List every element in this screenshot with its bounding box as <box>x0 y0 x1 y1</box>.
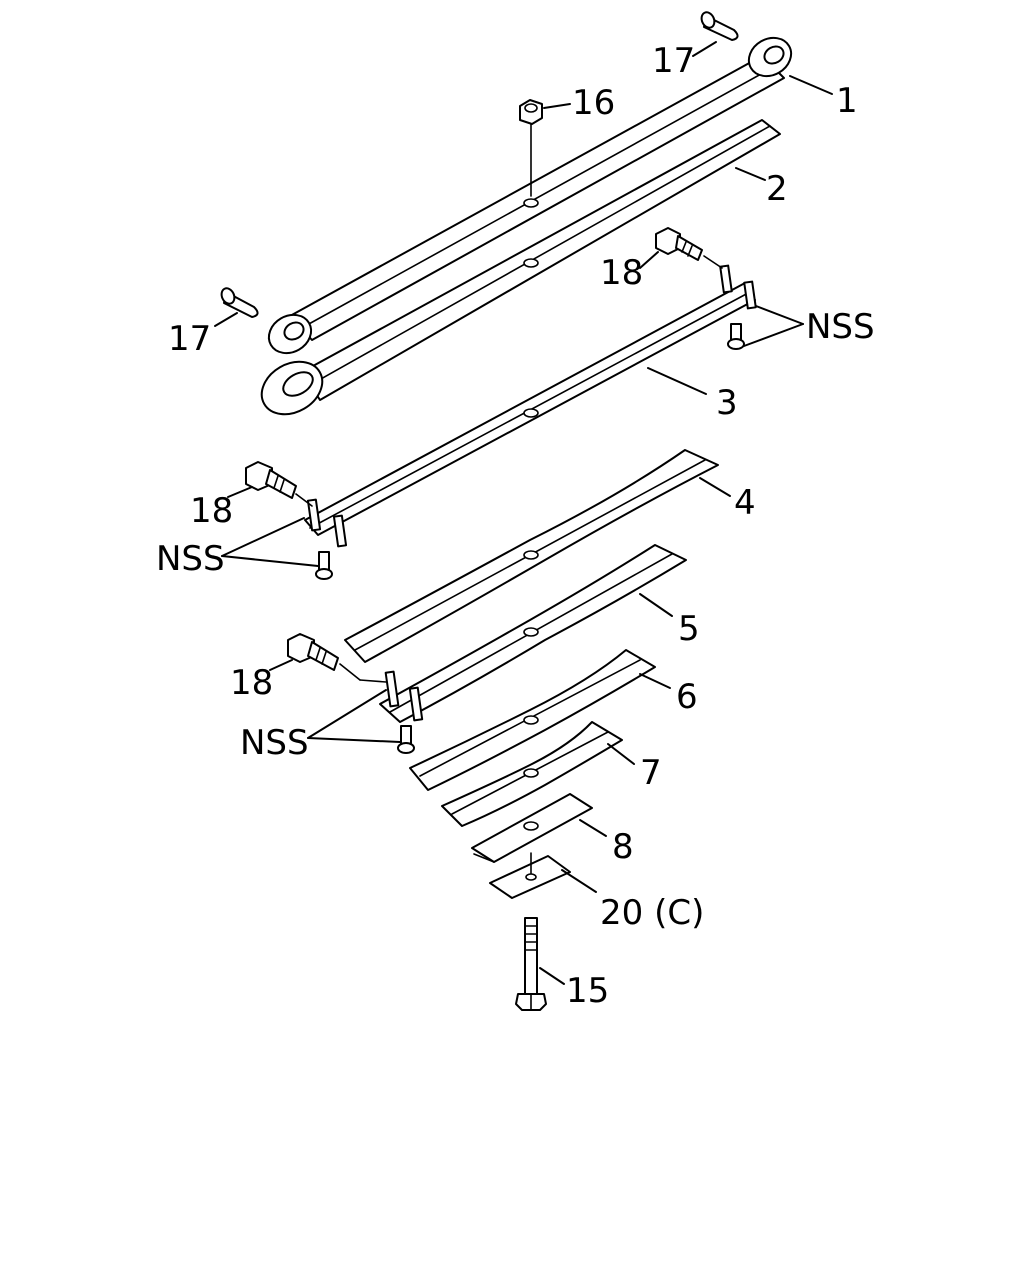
callout-18-middle: 18 <box>190 491 233 531</box>
callout-2: 2 <box>766 169 788 209</box>
callout-18-lower: 18 <box>230 663 273 703</box>
callout-nss-lower: NSS <box>240 723 309 763</box>
center-bolt-15 <box>515 917 547 1011</box>
callout-6: 6 <box>676 677 698 717</box>
center-hole <box>523 258 539 268</box>
callout-20: 20 (C) <box>600 893 704 933</box>
callout-16: 16 <box>572 83 615 123</box>
callout-15: 15 <box>566 971 609 1011</box>
center-hole <box>523 821 539 831</box>
callout-4: 4 <box>734 483 756 523</box>
center-hole <box>523 627 539 637</box>
plate-20 <box>489 852 571 899</box>
callout-nss-middle: NSS <box>156 539 225 579</box>
leaf-1-rear-eye <box>747 36 793 78</box>
center-hole <box>523 768 539 778</box>
spacer-8 <box>471 793 593 863</box>
bolt-18-middle <box>245 461 313 507</box>
leaf-5 <box>379 544 687 723</box>
rivet-nss-middle <box>315 551 333 580</box>
leaf-1-main-leaf <box>267 36 793 355</box>
callout-18-upper: 18 <box>600 253 643 293</box>
callout-7: 7 <box>640 753 662 793</box>
callout-3: 3 <box>716 383 738 423</box>
leaf-1-front-eye <box>267 313 313 355</box>
callout-nss-upper: NSS <box>806 307 875 347</box>
leaf-3-rear-clip <box>719 264 757 310</box>
leaf-2 <box>260 119 781 416</box>
leader-lines <box>214 41 833 985</box>
callout-8: 8 <box>612 827 634 867</box>
bolt-18-upper <box>655 227 723 269</box>
center-hole <box>523 550 539 560</box>
callout-1: 1 <box>836 81 858 121</box>
callout-17-left: 17 <box>168 319 211 359</box>
rivet-nss-lower <box>397 725 415 754</box>
leaf-6 <box>409 649 656 791</box>
callout-17-top: 17 <box>652 41 695 81</box>
leaf-3 <box>304 264 757 548</box>
leaf-2-wrap-eye <box>260 360 324 416</box>
center-hole <box>523 715 539 725</box>
center-hole <box>523 198 539 208</box>
bushing-17-left <box>220 287 259 318</box>
leaf-7 <box>441 721 623 827</box>
leaf-3-front-clip <box>306 498 348 548</box>
leaf-4 <box>344 449 719 663</box>
center-hole <box>523 408 539 418</box>
leaf-5-clip <box>384 670 424 722</box>
bolt-18-lower <box>287 633 387 683</box>
nut-16 <box>519 99 543 197</box>
bushing-17-top <box>700 11 739 41</box>
rivet-nss-upper <box>727 323 745 350</box>
callout-5: 5 <box>678 609 700 649</box>
